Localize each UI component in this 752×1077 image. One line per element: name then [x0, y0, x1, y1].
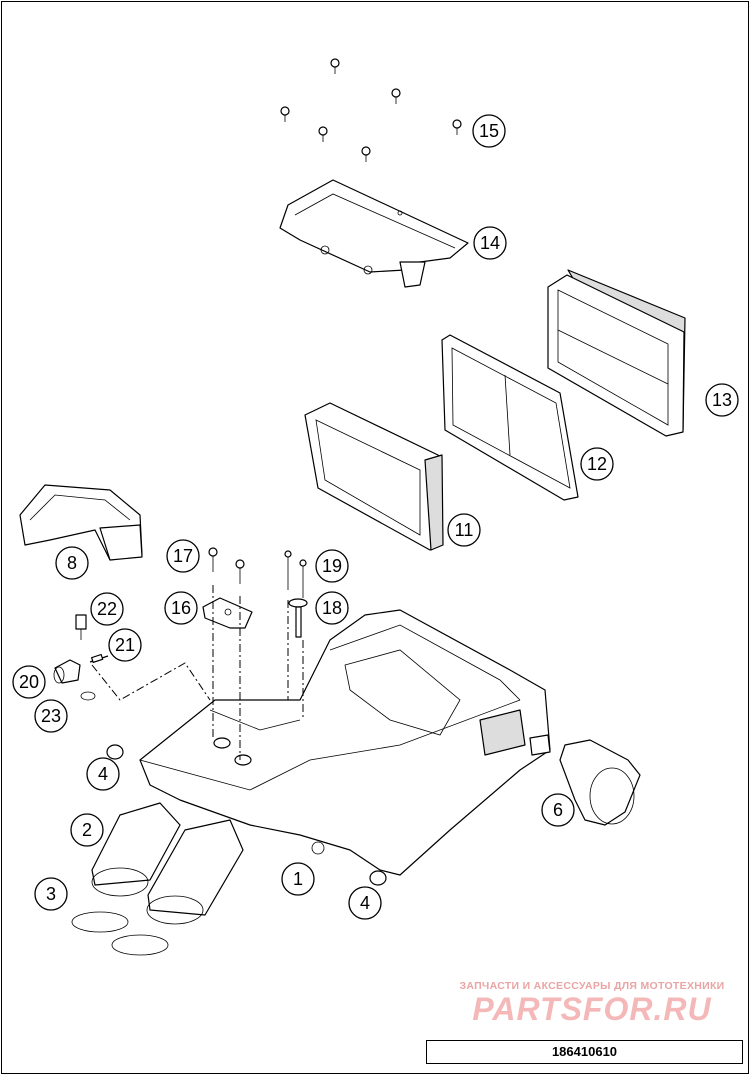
callout-19: 19	[315, 549, 349, 583]
grommet-4-right	[369, 870, 387, 886]
callout-11: 11	[447, 513, 481, 547]
hose-clamp-3	[71, 911, 169, 956]
hose-routing-line	[91, 662, 211, 701]
svg-text:1: 1	[293, 869, 303, 889]
callout-15: 15	[472, 114, 506, 148]
callout-12: 12	[580, 447, 614, 481]
intake-boot-2	[91, 802, 244, 925]
air-duct-6	[559, 739, 641, 826]
svg-text:13: 13	[712, 390, 732, 410]
svg-text:14: 14	[480, 233, 500, 253]
svg-text:23: 23	[41, 706, 61, 726]
svg-text:8: 8	[67, 553, 77, 573]
airbox-housing-1	[139, 609, 551, 876]
cap-22	[75, 614, 87, 640]
callout-1: 1	[281, 862, 315, 896]
reference-number: 186410610	[426, 1040, 743, 1064]
callout-13: 13	[705, 383, 739, 417]
watermark: ЗАПЧАСТИ И АКСЕССУАРЫ ДЛЯ МОТОТЕХНИКИ PA…	[441, 980, 743, 1026]
callout-18: 18	[315, 591, 349, 625]
svg-text:4: 4	[98, 764, 108, 784]
callout-23: 23	[34, 699, 68, 733]
hose-fitting-20	[53, 659, 81, 684]
filter-cage-12	[441, 334, 579, 501]
svg-text:20: 20	[19, 672, 39, 692]
screws-17	[208, 547, 245, 760]
callout-4-right: 4	[348, 886, 382, 920]
callout-8: 8	[55, 546, 89, 580]
screw-set-15	[280, 58, 462, 162]
callout-16: 16	[164, 591, 198, 625]
callout-20: 20	[12, 665, 46, 699]
airbox-cover-14	[279, 179, 469, 288]
screws-19	[284, 550, 307, 720]
svg-text:18: 18	[322, 598, 342, 618]
valve-21	[89, 653, 109, 663]
mounting-plate-16	[202, 597, 253, 629]
o-ring-23	[80, 691, 96, 701]
svg-text:11: 11	[455, 520, 474, 540]
sensor-18	[288, 598, 308, 638]
callout-2: 2	[70, 813, 104, 847]
watermark-logo: PARTSFOR.RU	[472, 991, 712, 1027]
svg-text:12: 12	[587, 454, 607, 474]
callout-22: 22	[90, 592, 124, 626]
filter-frame-11	[304, 402, 444, 551]
air-duct-8	[19, 484, 143, 561]
svg-text:6: 6	[553, 800, 563, 820]
callout-4-left: 4	[86, 757, 120, 791]
svg-text:17: 17	[173, 546, 193, 566]
svg-text:16: 16	[171, 598, 191, 618]
callout-3: 3	[34, 877, 68, 911]
svg-text:21: 21	[115, 635, 135, 655]
callout-6: 6	[541, 793, 575, 827]
svg-text:15: 15	[479, 121, 499, 141]
svg-text:19: 19	[322, 556, 342, 576]
svg-text:3: 3	[46, 884, 56, 904]
svg-text:4: 4	[360, 893, 370, 913]
grommet-4-left	[106, 744, 124, 760]
air-filter-13	[547, 269, 686, 437]
callout-14: 14	[473, 226, 507, 260]
callout-17: 17	[166, 539, 200, 573]
svg-text:22: 22	[97, 599, 117, 619]
callout-21: 21	[108, 628, 142, 662]
watermark-caption: ЗАПЧАСТИ И АКСЕССУАРЫ ДЛЯ МОТОТЕХНИКИ	[459, 980, 725, 992]
svg-text:2: 2	[82, 820, 92, 840]
